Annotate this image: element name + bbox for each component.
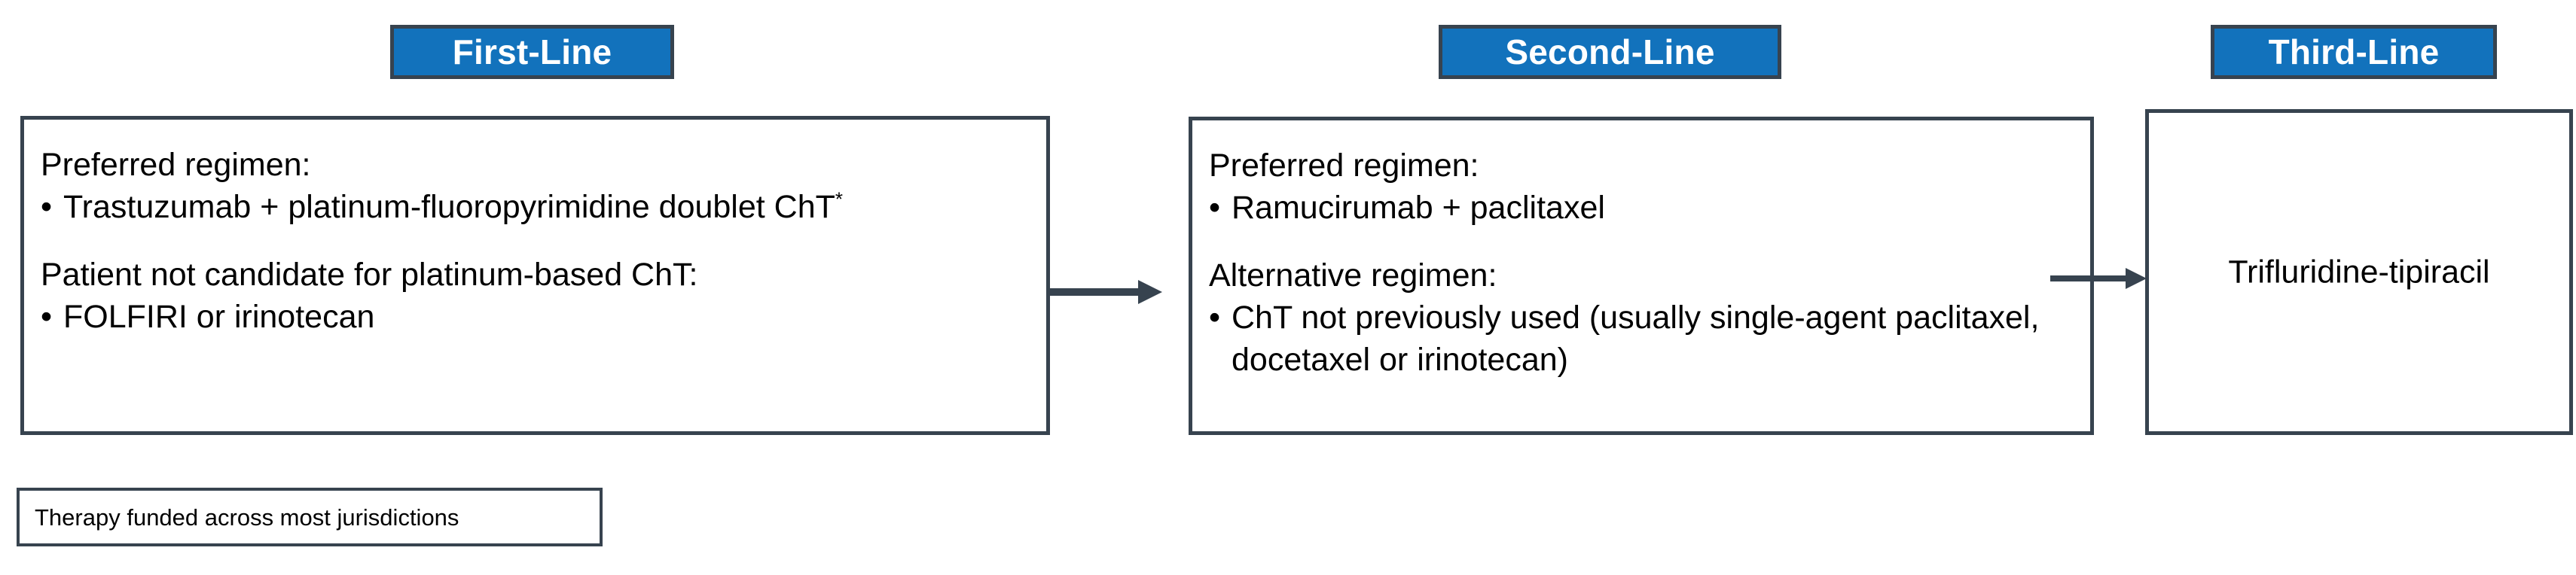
first-line-preferred-heading: Preferred regimen:: [41, 147, 311, 183]
stage-header-first-line: First-Line: [390, 25, 674, 79]
bullet-icon: •: [41, 189, 53, 225]
first-line-preferred-item-footnote-marker: *: [835, 187, 844, 211]
first-line-preferred-item-text: Trastuzumab + platinum-fluoropyrimidine …: [63, 186, 1033, 228]
stage-header-second-line: Second-Line: [1439, 25, 1781, 79]
first-line-preferred-item-label: Trastuzumab + platinum-fluoropyrimidine …: [63, 189, 835, 225]
regimen-box-second-line-content: Preferred regimen: • Ramucirumab + pacli…: [1209, 145, 2077, 381]
regimen-box-first-line-content: Preferred regimen: • Trastuzumab + plati…: [41, 144, 1033, 338]
regimen-box-third-line: Trifluridine-tipiracil: [2145, 109, 2573, 435]
arrow-first-to-second-icon: [1049, 280, 1162, 304]
regimen-box-first-line: Preferred regimen: • Trastuzumab + plati…: [20, 116, 1050, 435]
stage-header-second-line-label: Second-Line: [1505, 32, 1715, 71]
bullet-icon: •: [1209, 190, 1221, 226]
third-line-regimen-text: Trifluridine-tipiracil: [2228, 254, 2490, 290]
legend-funding-label: Therapy funded across most jurisdictions: [35, 504, 459, 531]
first-line-alternative-heading: Patient not candidate for platinum-based…: [41, 257, 698, 293]
bullet-icon: •: [41, 299, 53, 335]
stage-header-first-line-label: First-Line: [452, 32, 612, 71]
first-line-alternative-item-text: FOLFIRI or irinotecan: [63, 299, 375, 335]
regimen-box-second-line: Preferred regimen: • Ramucirumab + pacli…: [1189, 117, 2094, 435]
first-line-preferred-item: • Trastuzumab + platinum-fluoropyrimidin…: [41, 186, 1033, 228]
second-line-preferred-item: • Ramucirumab + paclitaxel: [1209, 187, 2077, 229]
second-line-alternative-item: • ChT not previously used (usually singl…: [1209, 297, 2077, 381]
stage-header-third-line-label: Third-Line: [2268, 32, 2440, 71]
arrow-second-to-third-icon: [2050, 268, 2147, 289]
legend-funding-box: Therapy funded across most jurisdictions: [17, 488, 603, 546]
second-line-preferred-heading: Preferred regimen:: [1209, 148, 1479, 184]
bullet-icon: •: [1209, 300, 1221, 336]
second-line-alternative-heading: Alternative regimen:: [1209, 257, 1497, 294]
second-line-preferred-item-text: Ramucirumab + paclitaxel: [1232, 190, 1605, 226]
first-line-alternative-item: • FOLFIRI or irinotecan: [41, 296, 1033, 338]
stage-header-third-line: Third-Line: [2211, 25, 2497, 79]
second-line-alternative-item-text: ChT not previously used (usually single-…: [1232, 300, 2040, 378]
